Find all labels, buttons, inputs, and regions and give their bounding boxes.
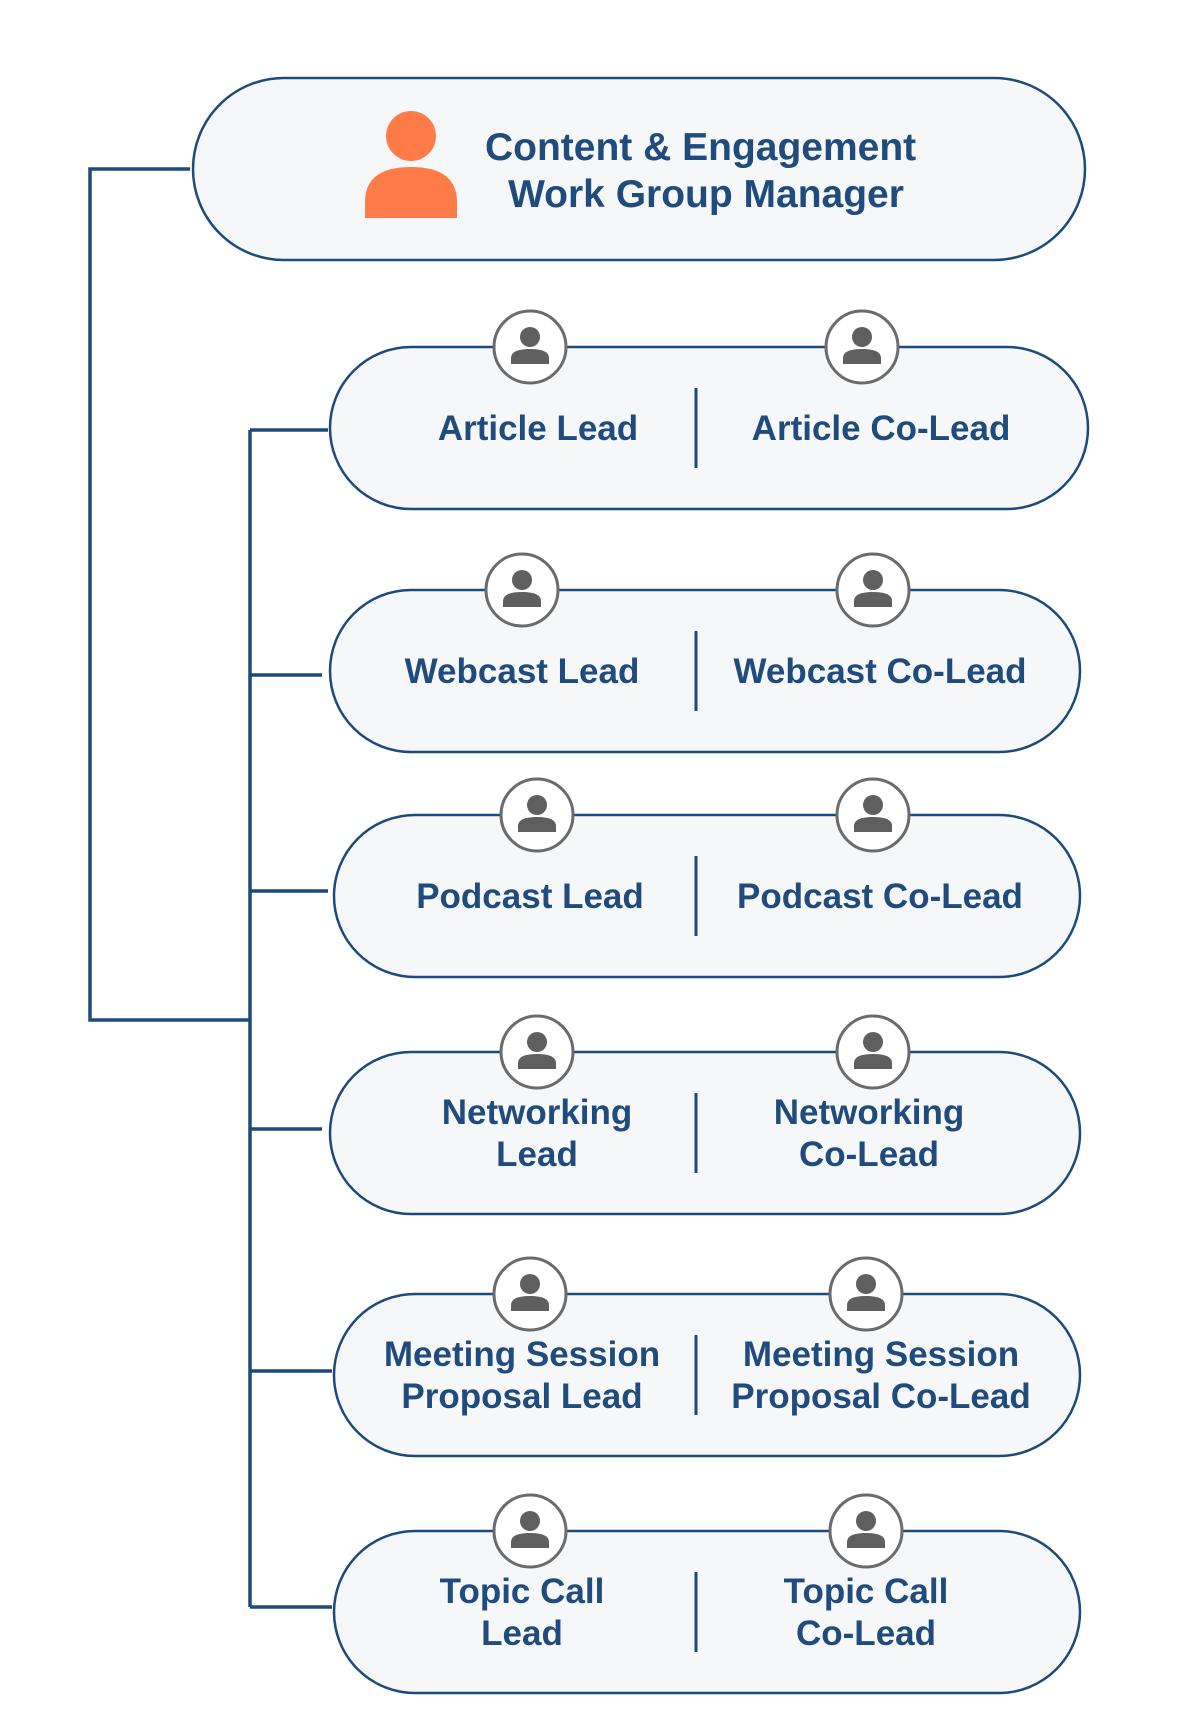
lead-label-line: Lead: [496, 1135, 578, 1174]
manager-node: Content & Engagement Work Group Manager: [191, 76, 1087, 262]
lead-label-line: Article Lead: [438, 409, 638, 448]
colead-label-line: Co-Lead: [796, 1614, 936, 1653]
person-icon: [828, 1256, 904, 1332]
role-box: [332, 1292, 1082, 1458]
lead-label-line: Proposal Lead: [401, 1377, 642, 1416]
role-box: [328, 345, 1090, 511]
manager-title-line-1: Content & Engagement: [485, 126, 916, 169]
person-icon: [499, 1014, 575, 1090]
colead-label: Article Co-Lead: [752, 409, 1011, 448]
colead-label-line: Topic Call: [784, 1572, 949, 1611]
lead-label: Webcast Lead: [405, 652, 640, 691]
colead-label-line: Article Co-Lead: [752, 409, 1011, 448]
manager-box: [191, 76, 1087, 262]
colead-label-line: Meeting Session: [743, 1335, 1019, 1374]
manager-title: Content & Engagement Work Group Manager: [485, 126, 927, 216]
role-box: [328, 588, 1082, 754]
lead-label-line: Podcast Lead: [416, 877, 644, 916]
lead-label: Article Lead: [438, 409, 638, 448]
person-icon: [499, 777, 575, 853]
role-row: Webcast Lead Webcast Co-Lead: [328, 552, 1082, 754]
lead-label-line: Meeting Session: [384, 1335, 660, 1374]
colead-label-line: Webcast Co-Lead: [733, 652, 1026, 691]
lead-label-line: Networking: [442, 1093, 633, 1132]
person-icon: [835, 1014, 911, 1090]
colead-label-line: Podcast Co-Lead: [737, 877, 1023, 916]
person-icon: [492, 1493, 568, 1569]
role-box: [332, 813, 1082, 979]
lead-label-line: Lead: [481, 1614, 563, 1653]
colead-label: Podcast Co-Lead: [737, 877, 1023, 916]
person-icon: [828, 1493, 904, 1569]
role-box: [328, 1050, 1082, 1216]
person-icon: [365, 111, 457, 218]
colead-label-line: Proposal Co-Lead: [731, 1377, 1030, 1416]
lead-label-line: Webcast Lead: [405, 652, 640, 691]
manager-title-line-2: Work Group Manager: [508, 173, 904, 216]
role-box: [332, 1529, 1082, 1695]
lead-label: Podcast Lead: [416, 877, 644, 916]
colead-label: Webcast Co-Lead: [733, 652, 1026, 691]
person-icon: [492, 1256, 568, 1332]
person-icon: [824, 309, 900, 385]
person-icon: [492, 309, 568, 385]
person-icon: [484, 552, 560, 628]
colead-label-line: Co-Lead: [799, 1135, 939, 1174]
person-icon: [835, 552, 911, 628]
connector-lines: [88, 167, 332, 1609]
role-row: Podcast Lead Podcast Co-Lead: [332, 777, 1082, 979]
person-icon: [835, 777, 911, 853]
role-row: Article Lead Article Co-Lead: [328, 309, 1090, 511]
manager-connector: [88, 167, 250, 1022]
lead-label-line: Topic Call: [440, 1572, 605, 1611]
colead-label-line: Networking: [774, 1093, 965, 1132]
